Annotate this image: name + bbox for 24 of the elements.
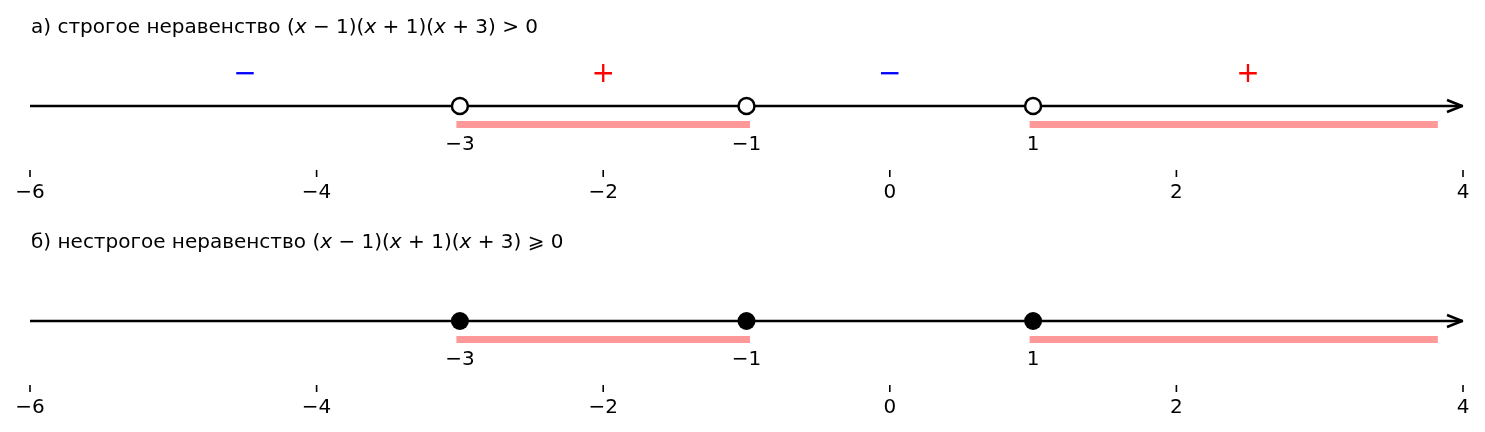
inequality-heading: б) нестрогое неравенство (x − 1)(x + 1)(x + 3) ⩾ 0 <box>31 229 564 253</box>
tick-label: 0 <box>883 394 897 418</box>
sign-label: + <box>591 56 615 90</box>
tick-label: −2 <box>588 394 618 418</box>
sign-label: − <box>878 56 902 90</box>
point-value-label: −1 <box>731 131 762 155</box>
tick-label: 2 <box>1170 394 1183 418</box>
point-value-label: −3 <box>445 346 475 370</box>
point-value-label: −3 <box>445 131 475 155</box>
tick-label: 4 <box>1456 394 1470 418</box>
point-value-label: 1 <box>1026 131 1040 155</box>
tick-label: −4 <box>301 179 332 203</box>
tick-label: 4 <box>1456 179 1470 203</box>
tick-label: −6 <box>15 394 45 418</box>
point-value-label: −1 <box>731 346 762 370</box>
sign-label: − <box>233 56 257 90</box>
inequality-heading: а) строгое неравенство (x − 1)(x + 1)(x + 3) > 0 <box>31 14 539 38</box>
tick-label: −4 <box>301 394 332 418</box>
point-value-label: 1 <box>1026 346 1040 370</box>
tick-label: 0 <box>883 179 897 203</box>
sign-label: + <box>1236 56 1260 90</box>
tick-label: 2 <box>1170 179 1183 203</box>
tick-label: −6 <box>15 179 45 203</box>
tick-label: −2 <box>588 179 618 203</box>
